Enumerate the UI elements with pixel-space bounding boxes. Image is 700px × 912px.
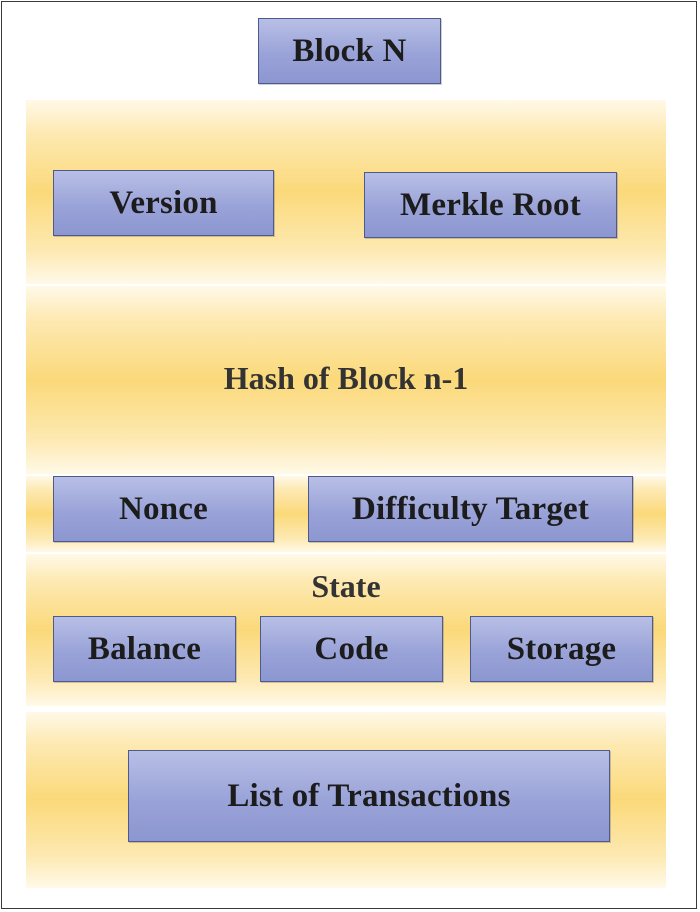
balance-box: Balance bbox=[53, 616, 236, 682]
difficulty-target-label: Difficulty Target bbox=[351, 490, 590, 527]
transactions-box: List of Transactions bbox=[128, 750, 610, 842]
code-label: Code bbox=[314, 630, 389, 667]
difficulty-target-box: Difficulty Target bbox=[308, 476, 633, 542]
block-title: Block N bbox=[292, 32, 407, 69]
merkle-root-label: Merkle Root bbox=[400, 186, 581, 223]
balance-label: Balance bbox=[87, 630, 202, 667]
transactions-label: List of Transactions bbox=[227, 777, 511, 814]
storage-box: Storage bbox=[470, 616, 653, 682]
state-label: State bbox=[311, 568, 381, 604]
prev-hash-band bbox=[26, 286, 666, 474]
nonce-label: Nonce bbox=[119, 490, 208, 527]
prev-hash-label: Hash of Block n-1 bbox=[223, 360, 469, 396]
code-box: Code bbox=[260, 616, 443, 682]
storage-label: Storage bbox=[506, 630, 617, 667]
nonce-box: Nonce bbox=[53, 476, 274, 542]
version-box: Version bbox=[53, 170, 274, 236]
merkle-root-box: Merkle Root bbox=[364, 172, 617, 238]
block-title-box: Block N bbox=[258, 18, 441, 84]
version-label: Version bbox=[109, 184, 218, 221]
